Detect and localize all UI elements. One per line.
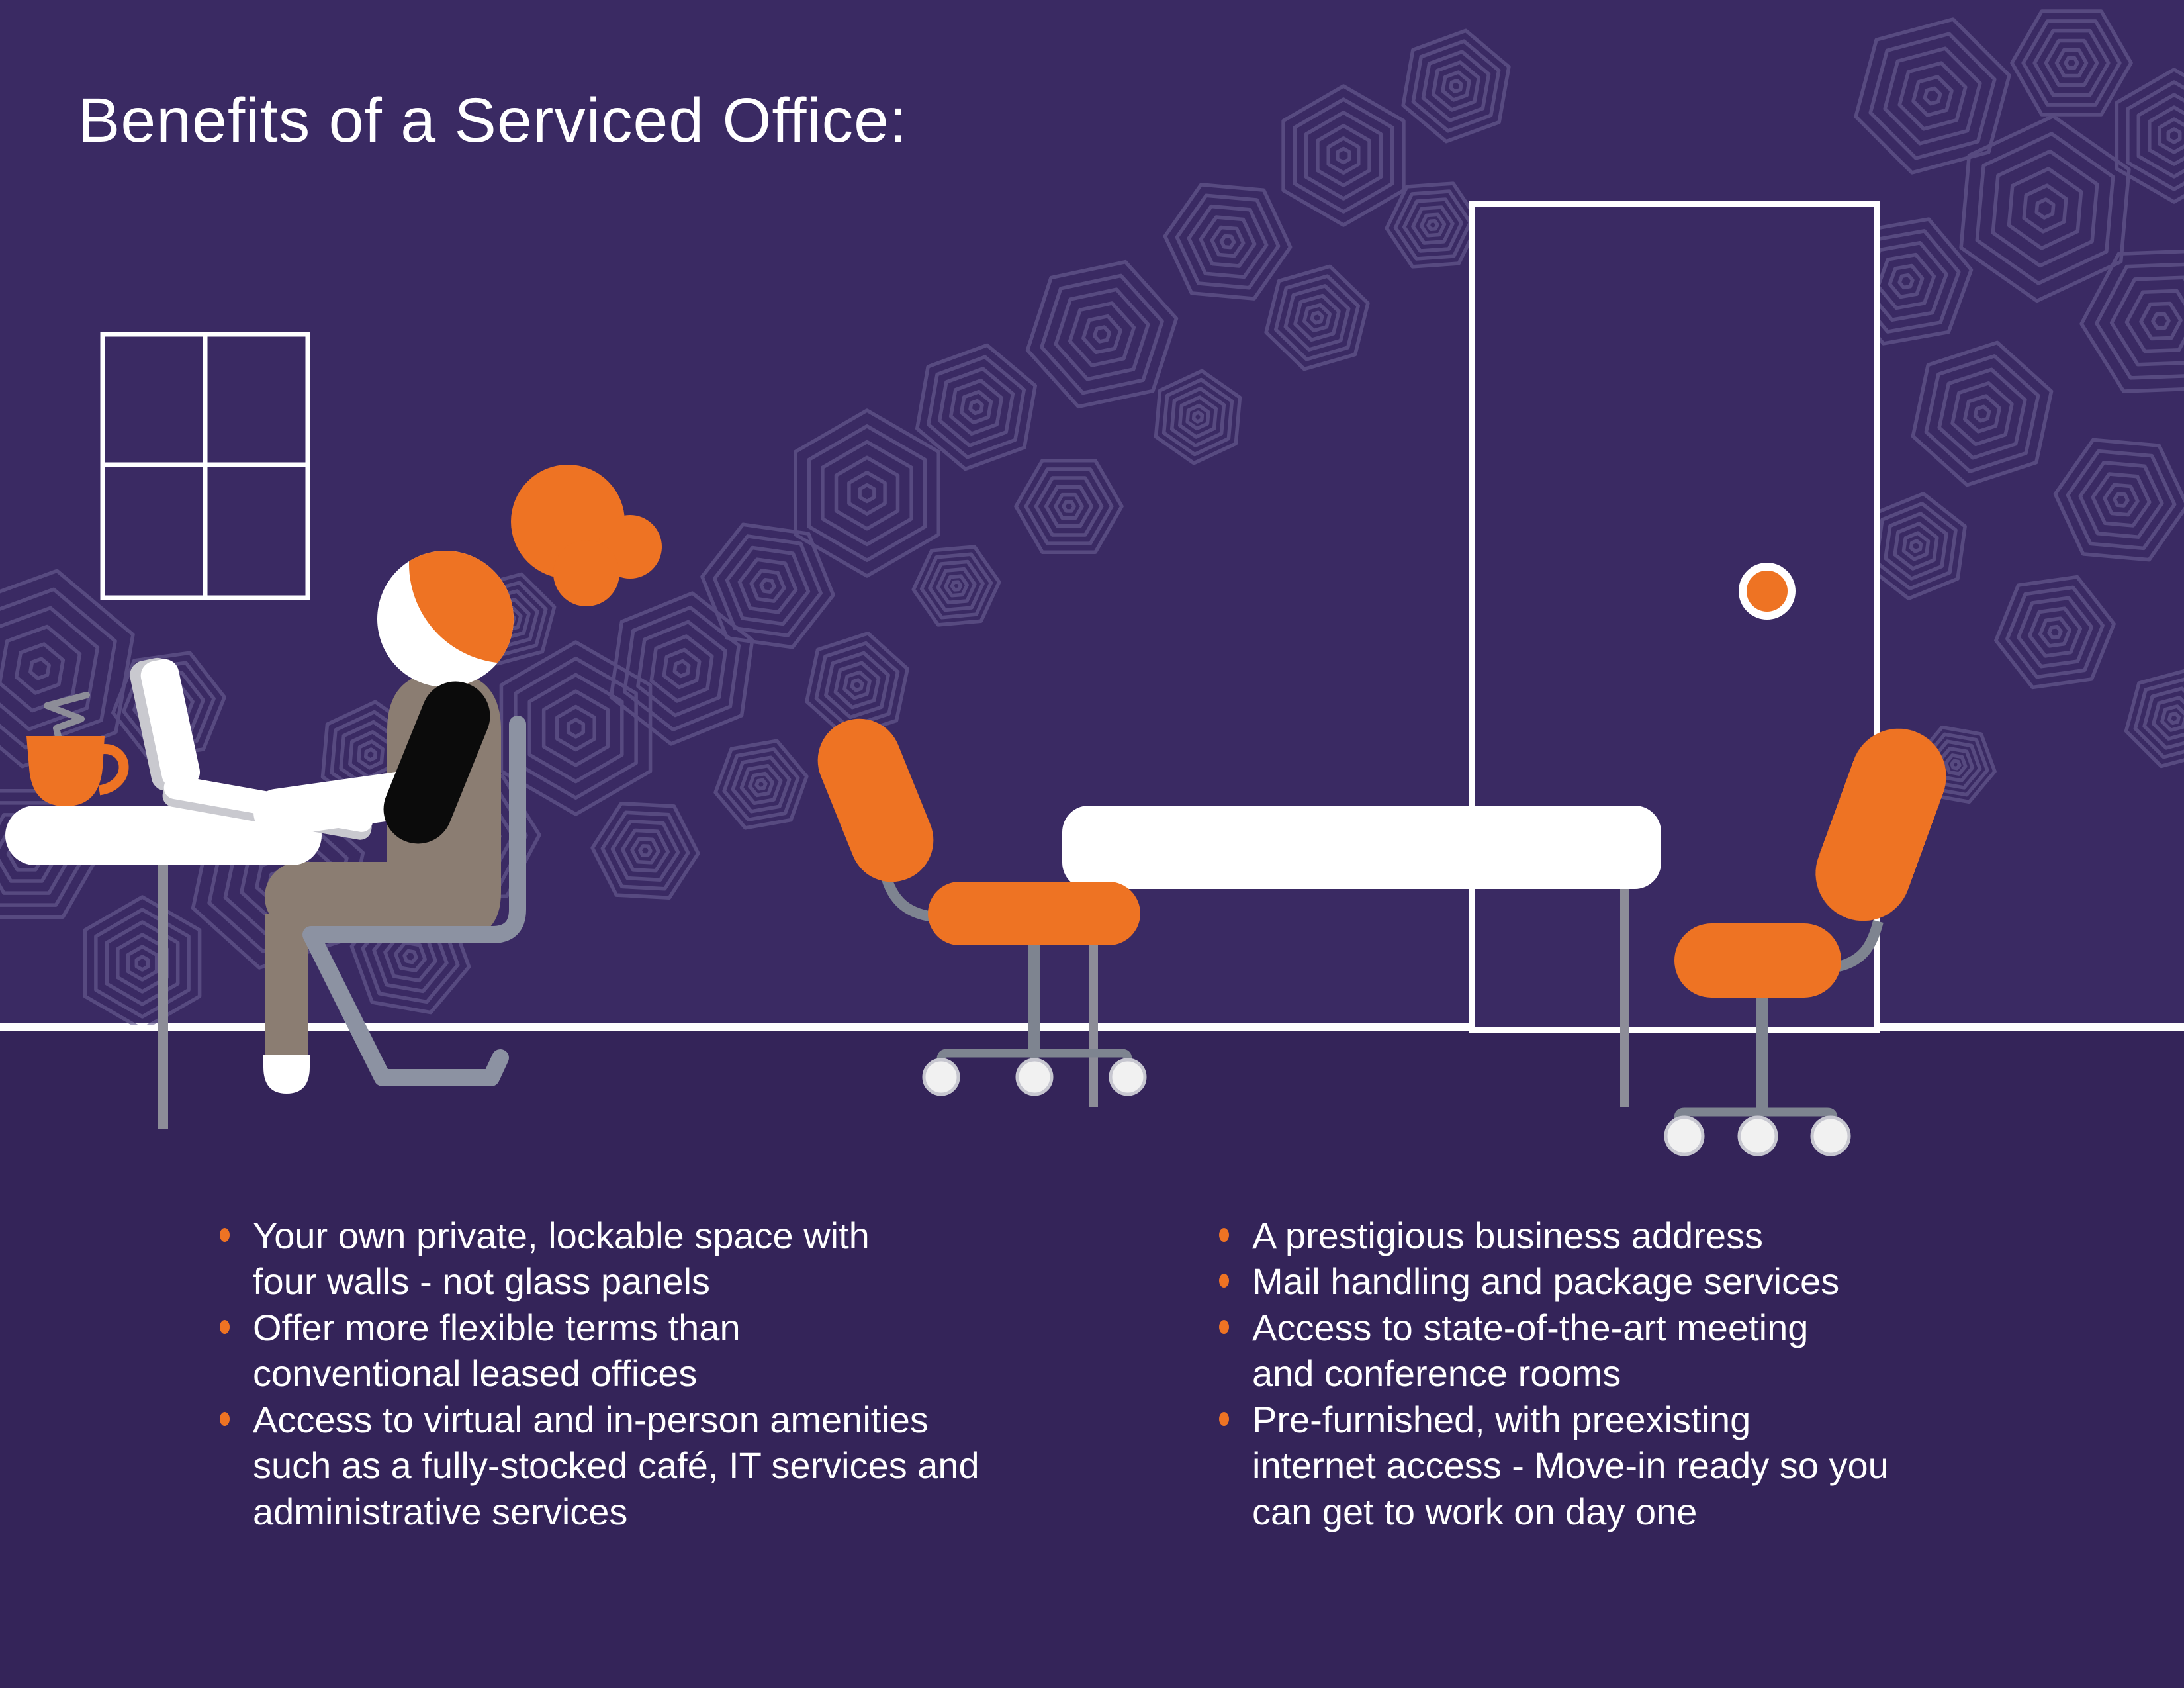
benefit-text: Pre-furnished, with preexisting internet… bbox=[1252, 1398, 1889, 1532]
chair-wheel bbox=[1810, 1115, 1851, 1156]
chair-seat bbox=[928, 882, 1140, 945]
benefit-text: Access to virtual and in-person amenitie… bbox=[253, 1398, 979, 1532]
desk bbox=[5, 806, 322, 1129]
table-leg-right bbox=[1620, 887, 1629, 1107]
chair-wheel bbox=[1664, 1115, 1705, 1156]
benefit-item: Access to virtual and in-person amenitie… bbox=[218, 1397, 1158, 1534]
chair-wheel bbox=[922, 1058, 960, 1096]
laptop-screen bbox=[130, 657, 201, 791]
conference-table bbox=[1062, 806, 1661, 1107]
chair-wheel bbox=[1109, 1058, 1147, 1096]
bullet-dot-icon bbox=[220, 1319, 230, 1334]
window-graphic bbox=[100, 332, 310, 600]
office-chair-right bbox=[1664, 728, 1946, 1156]
benefit-text: A prestigious business address bbox=[1252, 1215, 1763, 1256]
desk-top bbox=[5, 806, 322, 865]
desk-leg bbox=[158, 864, 168, 1129]
chair-backrest bbox=[817, 718, 934, 882]
person-hair-bun bbox=[553, 540, 619, 606]
mug-handle bbox=[98, 744, 129, 796]
bullet-dot-icon bbox=[1219, 1319, 1229, 1334]
bullet-dot-icon bbox=[1219, 1274, 1229, 1288]
bullet-dot-icon bbox=[220, 1228, 230, 1242]
benefit-item: Mail handling and package services bbox=[1218, 1258, 2118, 1304]
benefit-item: A prestigious business address bbox=[1218, 1213, 2118, 1258]
chair-seat bbox=[1674, 923, 1841, 998]
chair-stem bbox=[1756, 993, 1768, 1111]
person-shin bbox=[265, 914, 308, 1060]
benefit-item: Access to state-of-the-art meeting and c… bbox=[1218, 1305, 2118, 1397]
chair-stem bbox=[1028, 943, 1040, 1056]
person-sleeve bbox=[383, 681, 490, 844]
benefit-text: Access to state-of-the-art meeting and c… bbox=[1252, 1306, 1809, 1395]
benefit-text: Your own private, lockable space with fo… bbox=[253, 1215, 870, 1303]
chair-wheel bbox=[1015, 1058, 1054, 1096]
benefit-item: Pre-furnished, with preexisting internet… bbox=[1218, 1397, 2118, 1534]
chair-wheel bbox=[1737, 1115, 1778, 1156]
office-chair-middle bbox=[817, 718, 1147, 1096]
bullet-dot-icon bbox=[1219, 1411, 1229, 1426]
person-shoe bbox=[263, 1055, 310, 1094]
door-graphic bbox=[1469, 201, 1880, 1033]
door-knob bbox=[1739, 563, 1796, 620]
bullet-dot-icon bbox=[1219, 1228, 1229, 1242]
coffee-mug bbox=[26, 692, 129, 806]
benefit-item: Offer more flexible terms than conventio… bbox=[218, 1305, 1158, 1397]
benefit-text: Mail handling and package services bbox=[1252, 1260, 1840, 1303]
table-top bbox=[1062, 806, 1661, 889]
benefit-text: Offer more flexible terms than conventio… bbox=[253, 1306, 741, 1395]
benefits-column-left: Your own private, lockable space with fo… bbox=[218, 1213, 1158, 1534]
benefit-item: Your own private, lockable space with fo… bbox=[218, 1213, 1158, 1305]
cantilever-chair bbox=[302, 716, 526, 1086]
chair-backrest bbox=[1815, 728, 1946, 921]
bullet-dot-icon bbox=[220, 1411, 230, 1426]
page-title: Benefits of a Serviced Office: bbox=[78, 85, 908, 156]
mug-body bbox=[26, 736, 105, 806]
